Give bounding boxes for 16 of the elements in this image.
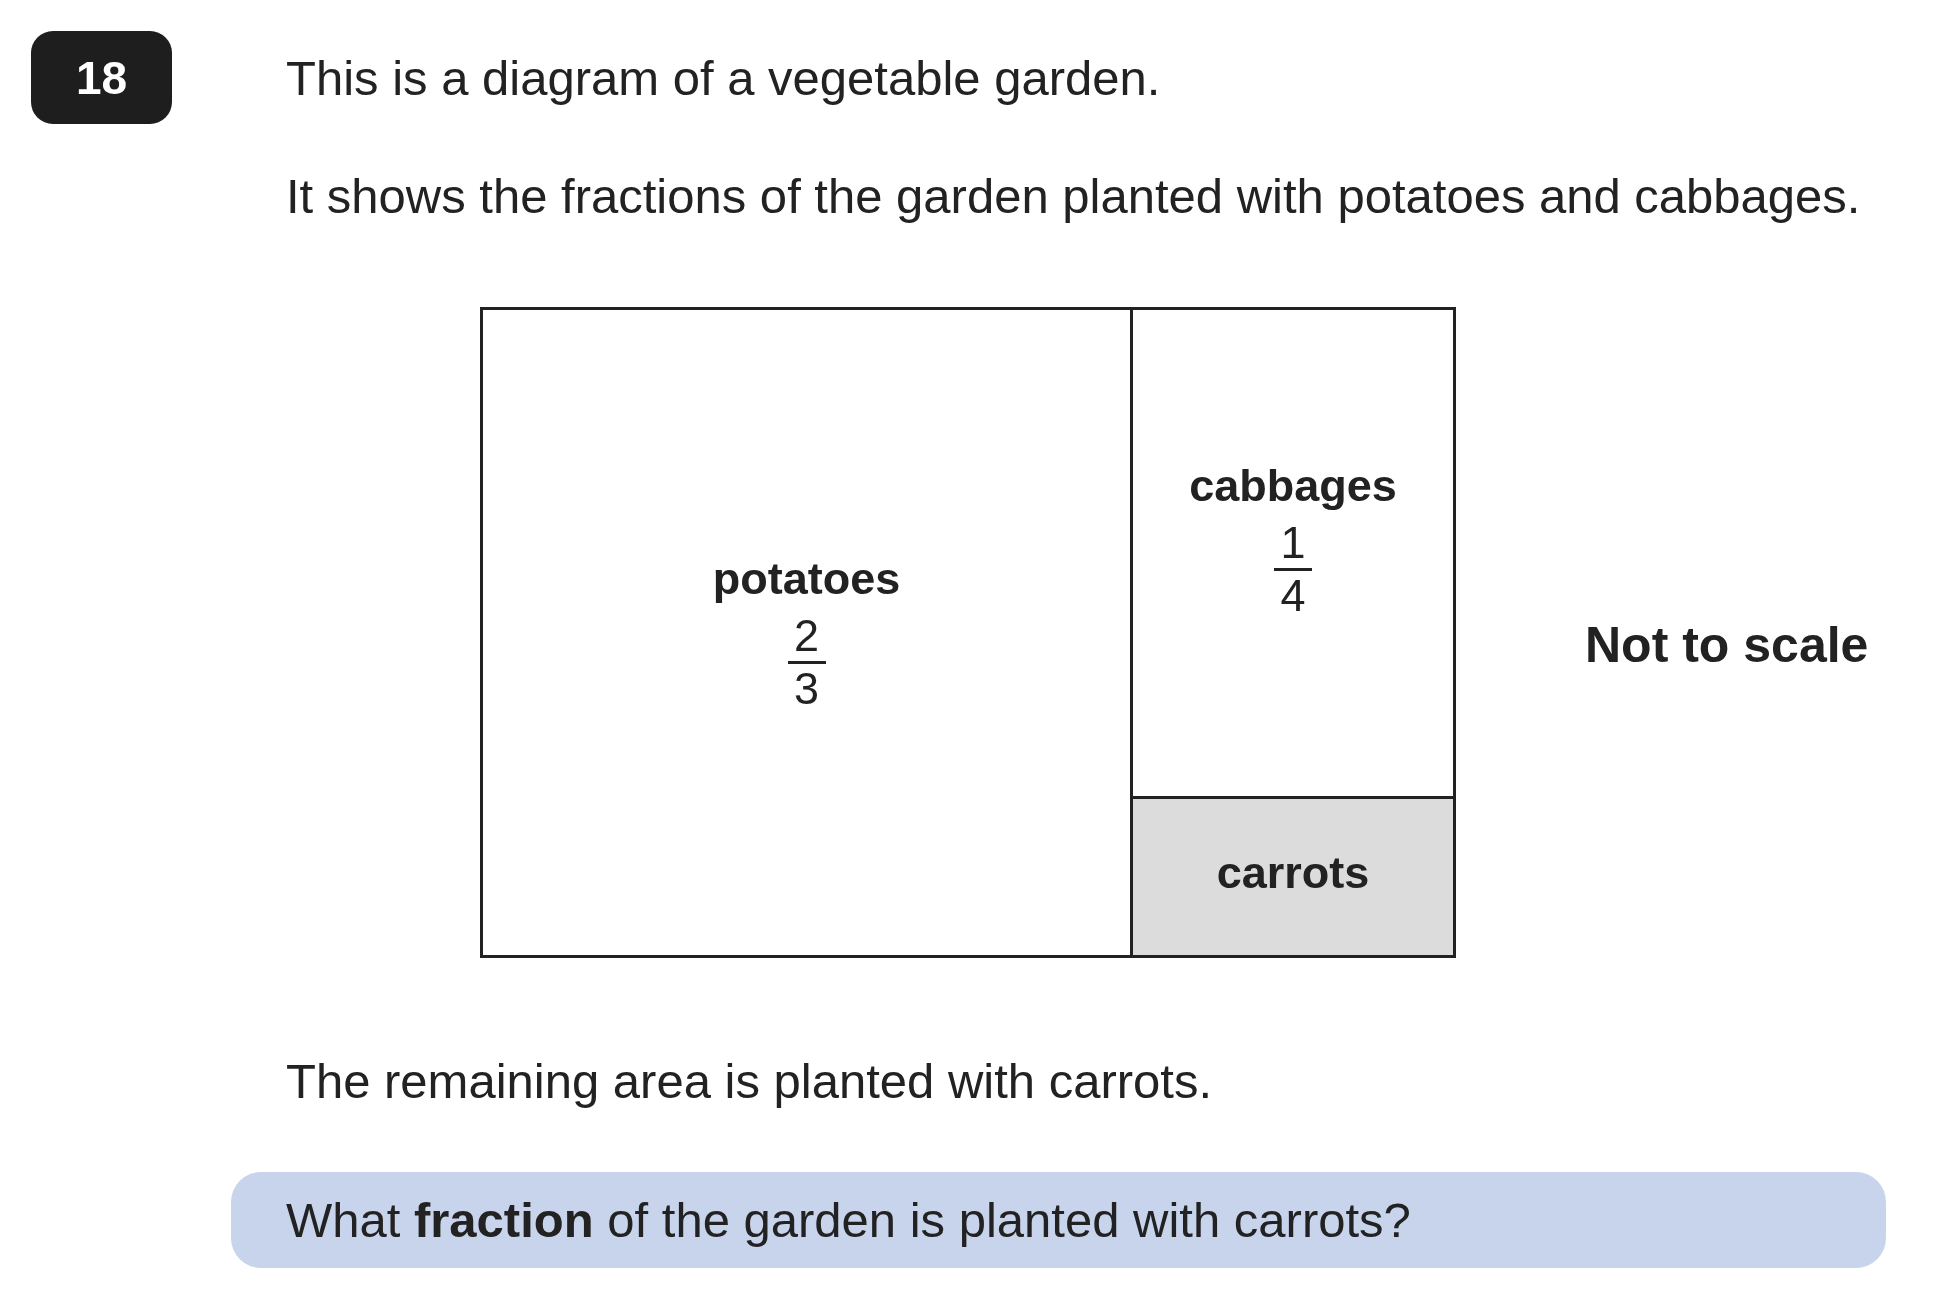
garden-section	[1130, 796, 1456, 958]
denominator: 4	[1280, 573, 1306, 619]
numerator: 1	[1280, 520, 1306, 566]
intro-sentence: This is a diagram of a vegetable garden.	[286, 50, 1161, 106]
section-label: potatoes	[712, 553, 901, 605]
scale-note: Not to scale	[1585, 616, 1869, 674]
denominator: 3	[794, 666, 819, 712]
intro-sentence: It shows the fractions of the garden planted with potatoes and cabbages.	[286, 168, 1861, 224]
section-label: carrots	[1216, 847, 1370, 899]
section-label: cabbages	[1189, 460, 1397, 512]
garden-section	[480, 307, 1133, 958]
question-prompt: What fraction of the garden is planted with carrots?	[231, 1172, 1886, 1268]
question-number: 18	[31, 31, 172, 124]
numerator: 2	[794, 613, 819, 659]
garden-section	[1130, 307, 1456, 799]
info-sentence: The remaining area is planted with carrots.	[286, 1053, 1212, 1109]
